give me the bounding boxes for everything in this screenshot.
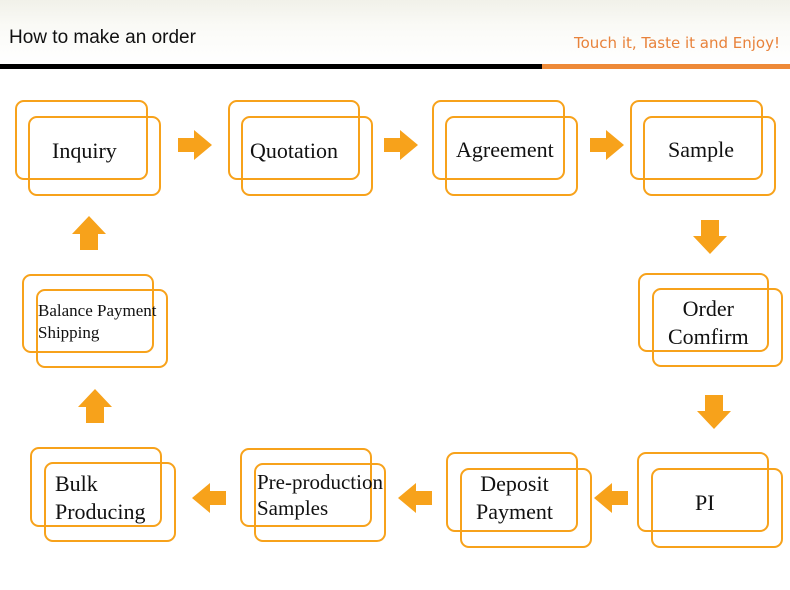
header-rule-accent [542, 64, 790, 69]
step-frame-front [36, 289, 168, 368]
header-bar [0, 0, 790, 64]
step-label: Deposit Payment [476, 471, 553, 524]
arrow-up-icon [72, 216, 106, 250]
tagline: Touch it, Taste it and Enjoy! [574, 34, 780, 52]
step-deposit-payment: Deposit Payment [446, 452, 592, 548]
step-order-confirm: Order Comfirm [638, 273, 783, 367]
step-frame-front [652, 288, 783, 367]
page-title: How to make an order [9, 27, 196, 48]
step-frame-front [44, 462, 176, 542]
step-pre-production-samples: Pre-production Samples [240, 448, 386, 542]
step-label: Inquiry [52, 138, 117, 163]
step-frame-front [460, 468, 592, 548]
step-agreement: Agreement [432, 100, 578, 196]
step-label: Quotation [250, 138, 338, 163]
step-label: PI [695, 490, 715, 515]
step-bulk-producing: Bulk Producing [30, 447, 176, 542]
step-label: Bulk Producing [55, 471, 146, 524]
arrow-down-icon [697, 395, 731, 429]
step-frame-front [651, 468, 783, 548]
arrow-right-icon [178, 130, 212, 160]
step-frame-back [228, 100, 360, 180]
step-frame-back [15, 100, 148, 180]
arrow-down-icon [693, 220, 727, 254]
step-inquiry: Inquiry [15, 100, 161, 196]
arrow-left-icon [594, 483, 628, 513]
step-frame-front [445, 116, 578, 196]
step-frame-front [28, 116, 161, 196]
step-frame-back [432, 100, 565, 180]
step-frame-back [240, 448, 372, 527]
step-quotation: Quotation [228, 100, 373, 196]
step-frame-front [643, 116, 776, 196]
step-label: Order Comfirm [668, 296, 749, 349]
step-frame-back [630, 100, 763, 180]
step-label: Sample [668, 137, 734, 162]
step-label: Pre-production Samples [257, 470, 383, 521]
step-frame-back [637, 452, 769, 532]
step-sample: Sample [630, 100, 776, 196]
step-frame-back [638, 273, 769, 352]
step-label: Balance Payment Shipping [38, 301, 157, 343]
step-frame-front [254, 463, 386, 542]
step-frame-back [22, 274, 154, 353]
step-balance-payment-shipping: Balance Payment Shipping [22, 274, 168, 368]
arrow-right-icon [384, 130, 418, 160]
step-label: Agreement [456, 137, 554, 162]
step-pi: PI [637, 452, 783, 548]
step-frame-front [241, 116, 373, 196]
step-frame-back [446, 452, 578, 532]
arrow-left-icon [398, 483, 432, 513]
arrow-right-icon [590, 130, 624, 160]
arrow-left-icon [192, 483, 226, 513]
arrow-up-icon [78, 389, 112, 423]
header-rule-dark [0, 64, 542, 69]
step-frame-back [30, 447, 162, 527]
